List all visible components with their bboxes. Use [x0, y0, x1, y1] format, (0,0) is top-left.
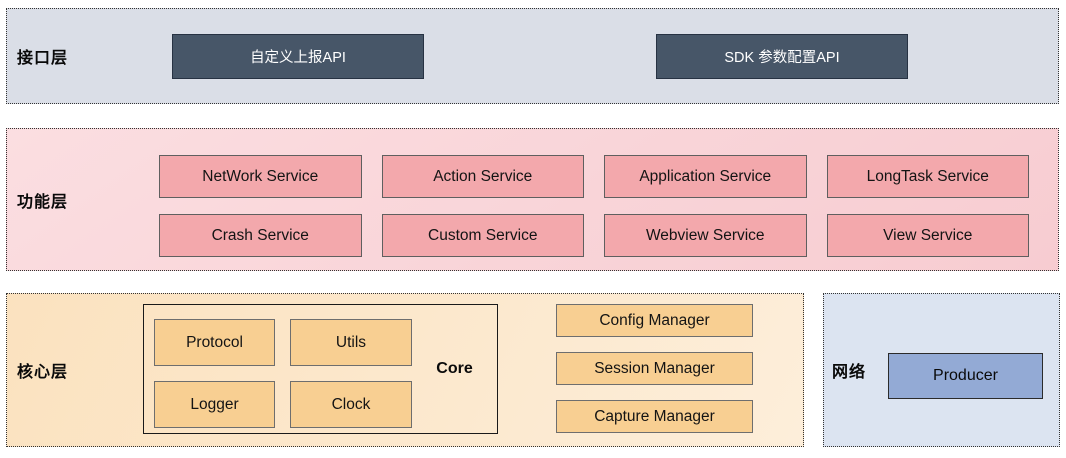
interface-layer: 接口层 自定义上报API SDK 参数配置API — [6, 8, 1059, 104]
producer-box: Producer — [888, 353, 1043, 399]
core-module-grid: Protocol Utils Logger Clock — [154, 319, 412, 433]
network-layer: 网络 Producer — [823, 293, 1060, 447]
function-layer-label: 功能层 — [17, 193, 69, 211]
service-box-network: NetWork Service — [159, 155, 362, 198]
module-box-logger: Logger — [154, 381, 275, 428]
module-box-clock: Clock — [290, 381, 412, 428]
service-box-action: Action Service — [381, 155, 584, 198]
service-box-crash: Crash Service — [159, 214, 362, 257]
manager-box-capture: Capture Manager — [556, 400, 753, 433]
service-box-view: View Service — [826, 214, 1029, 257]
core-group: Protocol Utils Logger Clock Core — [143, 304, 498, 434]
network-layer-label: 网络 — [832, 364, 867, 381]
service-box-webview: Webview Service — [604, 214, 807, 257]
interface-layer-label: 接口层 — [17, 50, 69, 67]
service-box-application: Application Service — [604, 155, 807, 198]
sdk-config-api-box: SDK 参数配置API — [656, 34, 908, 79]
manager-box-config: Config Manager — [556, 304, 753, 337]
manager-box-session: Session Manager — [556, 352, 753, 385]
core-layer: 核心层 Protocol Utils Logger Clock Core Con… — [6, 293, 804, 447]
custom-report-api-box: 自定义上报API — [172, 34, 424, 79]
service-box-longtask: LongTask Service — [826, 155, 1029, 198]
core-layer-label: 核心层 — [17, 364, 69, 381]
module-box-protocol: Protocol — [154, 319, 275, 366]
core-group-title: Core — [436, 360, 473, 377]
service-grid: NetWork Service Action Service Applicati… — [159, 155, 1029, 257]
manager-column: Config Manager Session Manager Capture M… — [556, 304, 753, 433]
service-box-custom: Custom Service — [381, 214, 584, 257]
module-box-utils: Utils — [290, 319, 412, 366]
function-layer: 功能层 NetWork Service Action Service Appli… — [6, 128, 1059, 271]
